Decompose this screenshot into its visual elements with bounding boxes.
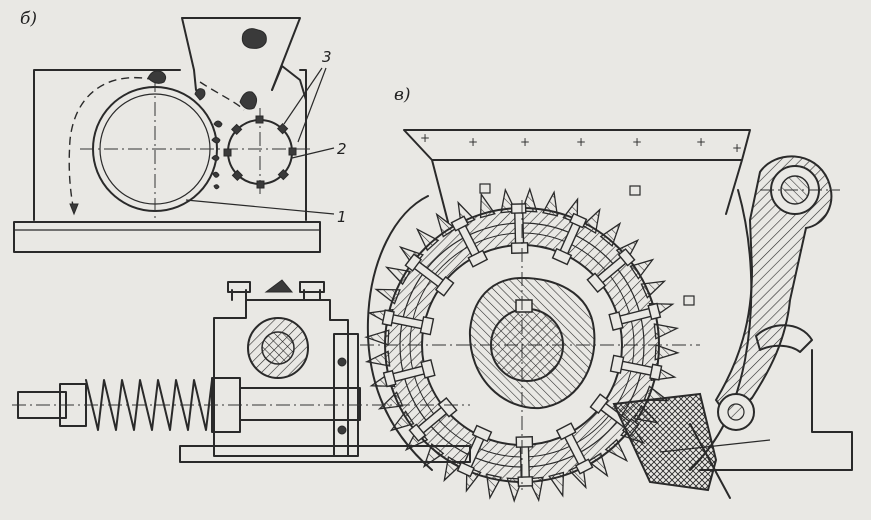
svg-text:+: + [732, 141, 742, 155]
svg-text:+: + [576, 135, 586, 149]
ring-bolts [381, 203, 663, 487]
ore-lump [241, 28, 267, 49]
schematic-view-b: б) [13, 9, 347, 253]
hopper-rivets: + + + + + + + [420, 131, 742, 155]
ring-bolt [555, 422, 594, 475]
material-flow-path [68, 76, 156, 213]
schematic-housing [33, 69, 307, 221]
svg-text:+: + [520, 135, 530, 149]
ring-bolt [510, 203, 529, 254]
ring-bolt [450, 215, 489, 268]
ring-bolt [551, 212, 588, 266]
ring-bolt [609, 354, 663, 381]
ring-bolt [608, 302, 662, 331]
wear-plate [612, 392, 718, 492]
svg-text:+: + [696, 135, 706, 149]
schematic-hopper [181, 17, 301, 91]
ring-bolt [381, 309, 435, 336]
ring-bolt [456, 424, 493, 478]
bearing-block [213, 279, 359, 457]
spring-assembly [12, 377, 471, 463]
schematic-base-rail [13, 221, 321, 253]
ring-bolt [382, 359, 436, 388]
part-number-3: 3 [322, 48, 332, 66]
view-label-b: б) [20, 9, 37, 29]
ring-bolt [586, 248, 636, 294]
svg-text:+: + [420, 131, 430, 145]
ring-bolt [408, 396, 458, 442]
part-number-2: 2 [337, 140, 347, 158]
svg-text:+: + [468, 135, 478, 149]
section-view-v: в) + + + + + + + [12, 85, 853, 503]
svg-text:+: + [632, 135, 642, 149]
roll-teeth [223, 115, 297, 189]
part-number-1: 1 [337, 208, 347, 226]
machine-base-right [699, 349, 853, 471]
view-label-v: в) [394, 85, 411, 105]
schematic-right-wall [271, 65, 307, 101]
ring-bolt [404, 253, 455, 297]
compression-spring [85, 379, 213, 431]
feed-hopper [403, 129, 751, 223]
